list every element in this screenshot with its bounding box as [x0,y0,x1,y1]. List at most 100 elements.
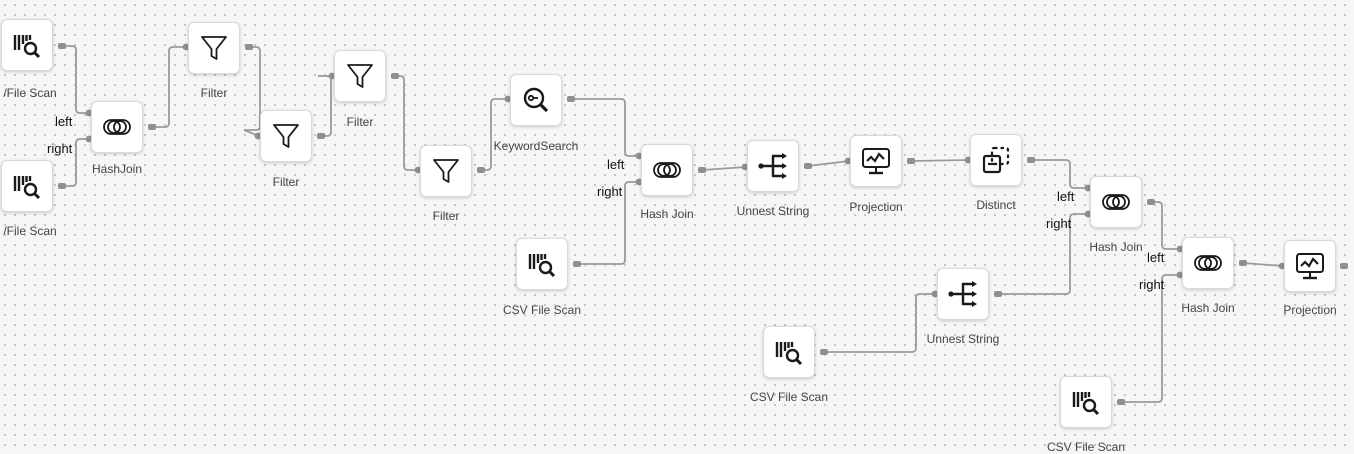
output-port[interactable] [1117,399,1125,405]
link-edge[interactable] [62,138,90,187]
link-edge[interactable] [395,75,419,171]
link-edge[interactable] [807,160,850,167]
output-port[interactable] [391,73,399,79]
operator-label: CSV File Scan [1046,440,1126,454]
operator-label: /File Scan [3,86,57,100]
csv-scan-icon [775,342,803,366]
port-label-right: right [1139,277,1165,292]
operator-scan1[interactable] [1,19,53,71]
link-edge[interactable] [998,213,1089,295]
input-port[interactable] [1084,210,1092,218]
port-label-left: left [1147,250,1165,265]
output-port[interactable] [317,133,325,139]
input-port[interactable] [635,178,643,186]
link-edge[interactable] [577,181,640,265]
projection-icon [1296,253,1324,280]
csv-scan-icon [528,254,556,278]
input-port[interactable] [931,290,939,298]
filter-icon [347,64,373,88]
link-edge[interactable] [243,46,261,137]
port-label-left: left [607,157,625,172]
operator-filter4[interactable] [420,145,472,197]
operator-filter3[interactable] [334,50,386,102]
operator-label: Filter [346,115,374,129]
port-label-right: right [1046,216,1072,231]
link-edge[interactable] [62,45,90,114]
csv-scan-icon [13,176,41,200]
operator-proj2[interactable] [1284,240,1336,292]
output-port[interactable] [573,261,581,267]
input-port[interactable] [1278,262,1286,270]
input-port[interactable] [635,152,643,160]
operator-scan3[interactable] [516,238,568,290]
output-port[interactable] [245,44,253,50]
link-edge[interactable] [824,293,936,353]
operator-label: Hash Join [1181,301,1235,315]
output-port[interactable] [1340,263,1348,269]
operator-scan2[interactable] [1,160,53,212]
link-edge[interactable] [701,166,747,171]
operator-distinct[interactable] [970,134,1022,186]
csv-scan-icon [13,35,41,59]
operator-unnest1[interactable] [747,140,799,192]
operator-label: Unnest String [736,204,810,218]
output-port[interactable] [1027,157,1035,163]
input-port[interactable] [504,95,512,103]
link-edge[interactable] [318,75,333,137]
output-port[interactable] [994,291,1002,297]
link-edge[interactable] [1151,201,1181,250]
link-edge[interactable] [1242,262,1284,267]
operator-scan5[interactable] [1060,376,1112,428]
output-port[interactable] [907,158,915,164]
input-port[interactable] [85,109,93,117]
input-port[interactable] [1176,245,1184,253]
operator-label: Filter [432,209,460,223]
output-port[interactable] [477,167,485,173]
output-port[interactable] [804,163,812,169]
projection-icon [862,148,890,175]
output-port[interactable] [1147,199,1155,205]
input-port[interactable] [741,163,749,171]
port-label-right: right [47,141,73,156]
output-port[interactable] [58,183,66,189]
input-port[interactable] [1084,184,1092,192]
output-port[interactable] [567,96,575,102]
input-port[interactable] [964,156,972,164]
link-edge[interactable] [481,98,509,171]
output-port[interactable] [820,349,828,355]
link-edge[interactable] [1031,159,1089,189]
link-edge[interactable] [1121,274,1181,403]
operator-scan4[interactable] [763,326,815,378]
operator-proj1[interactable] [850,135,902,187]
operator-label: KeywordSearch [493,139,579,153]
input-port[interactable] [844,157,852,165]
input-port[interactable] [1176,271,1184,279]
port-label-left: left [55,114,73,129]
output-port[interactable] [698,167,706,173]
input-port[interactable] [85,135,93,143]
output-port[interactable] [148,124,156,130]
link-edge[interactable] [571,98,640,157]
operator-join1[interactable] [91,101,143,153]
link-edge[interactable] [152,46,187,128]
input-port[interactable] [414,166,422,174]
operator-label: Filter [200,86,228,100]
unnest-string-icon [948,281,977,307]
operator-join4[interactable] [1182,237,1234,289]
operator-keyword[interactable] [510,74,562,126]
operator-filter1[interactable] [188,22,240,74]
input-port[interactable] [328,72,336,80]
operator-label: Distinct [976,198,1016,212]
input-port[interactable] [254,132,262,140]
operator-label: Hash Join [1089,240,1143,254]
link-edge[interactable] [910,159,970,162]
operator-filter2[interactable] [260,110,312,162]
operator-join3[interactable] [1090,176,1142,228]
operator-unnest2[interactable] [937,268,989,320]
output-port[interactable] [1239,260,1247,266]
operator-join2[interactable] [641,144,693,196]
output-port[interactable] [58,43,66,49]
operator-label: Unnest String [926,332,1000,346]
input-port[interactable] [182,43,190,51]
